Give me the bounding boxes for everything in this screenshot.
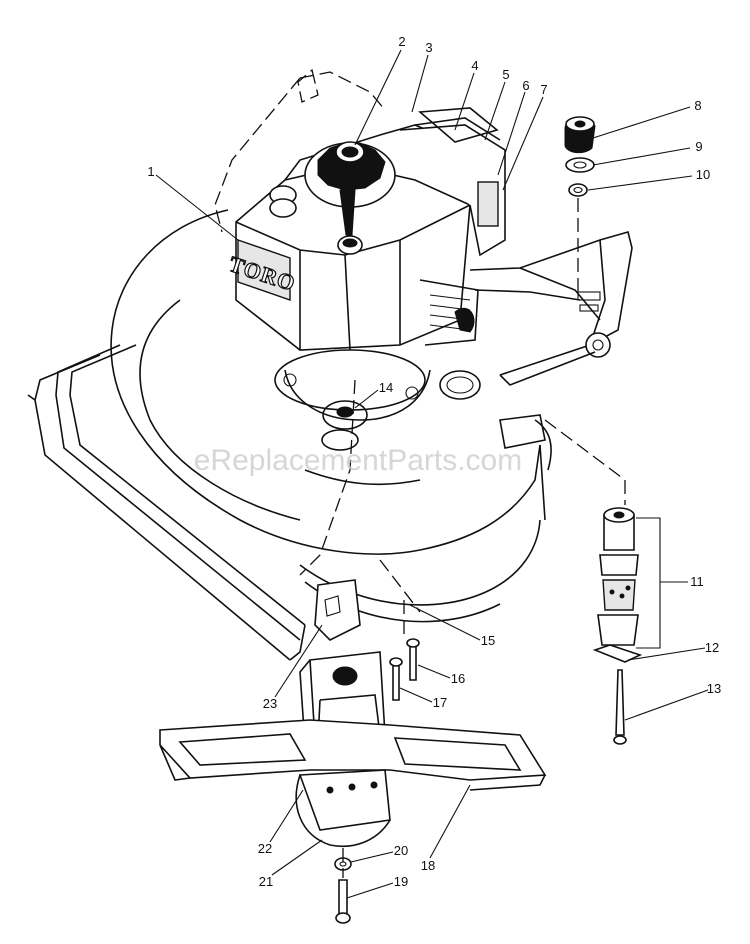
spark-plug-boot-parts [564,116,596,295]
handle-knob-assembly [544,419,661,745]
watermark: eReplacementParts.com [194,444,522,477]
callout-19: 19 [394,874,408,889]
blade-adapter-top [321,400,368,451]
leader-lines [155,49,709,899]
callout-11: 11 [690,574,704,589]
callout-5: 5 [502,67,509,82]
callout-22: 22 [258,841,272,856]
callout-2: 2 [398,34,405,49]
callout-1: 1 [147,164,154,179]
callout-7: 7 [540,82,547,97]
handle-bracket-right [469,231,633,386]
callout-8: 8 [694,98,701,113]
callout-20: 20 [394,843,408,858]
callout-3: 3 [425,40,432,55]
blade-hardware [159,579,547,924]
callout-4: 4 [471,58,478,73]
callout-16: 16 [451,671,465,686]
callout-14: 14 [379,380,393,395]
callout-6: 6 [522,78,529,93]
callout-17: 17 [433,695,447,710]
handle-frame-left [27,344,306,661]
callout-labels: 1 2 3 4 5 6 7 8 9 10 11 12 13 14 15 16 1… [147,34,721,889]
callout-13: 13 [707,681,721,696]
callout-12: 12 [705,640,719,655]
callout-15: 15 [481,633,495,648]
callout-21: 21 [259,874,273,889]
callout-9: 9 [695,139,702,154]
callout-10: 10 [696,167,710,182]
callout-18: 18 [421,858,435,873]
callout-23: 23 [263,696,277,711]
engine-assembly [235,107,506,421]
